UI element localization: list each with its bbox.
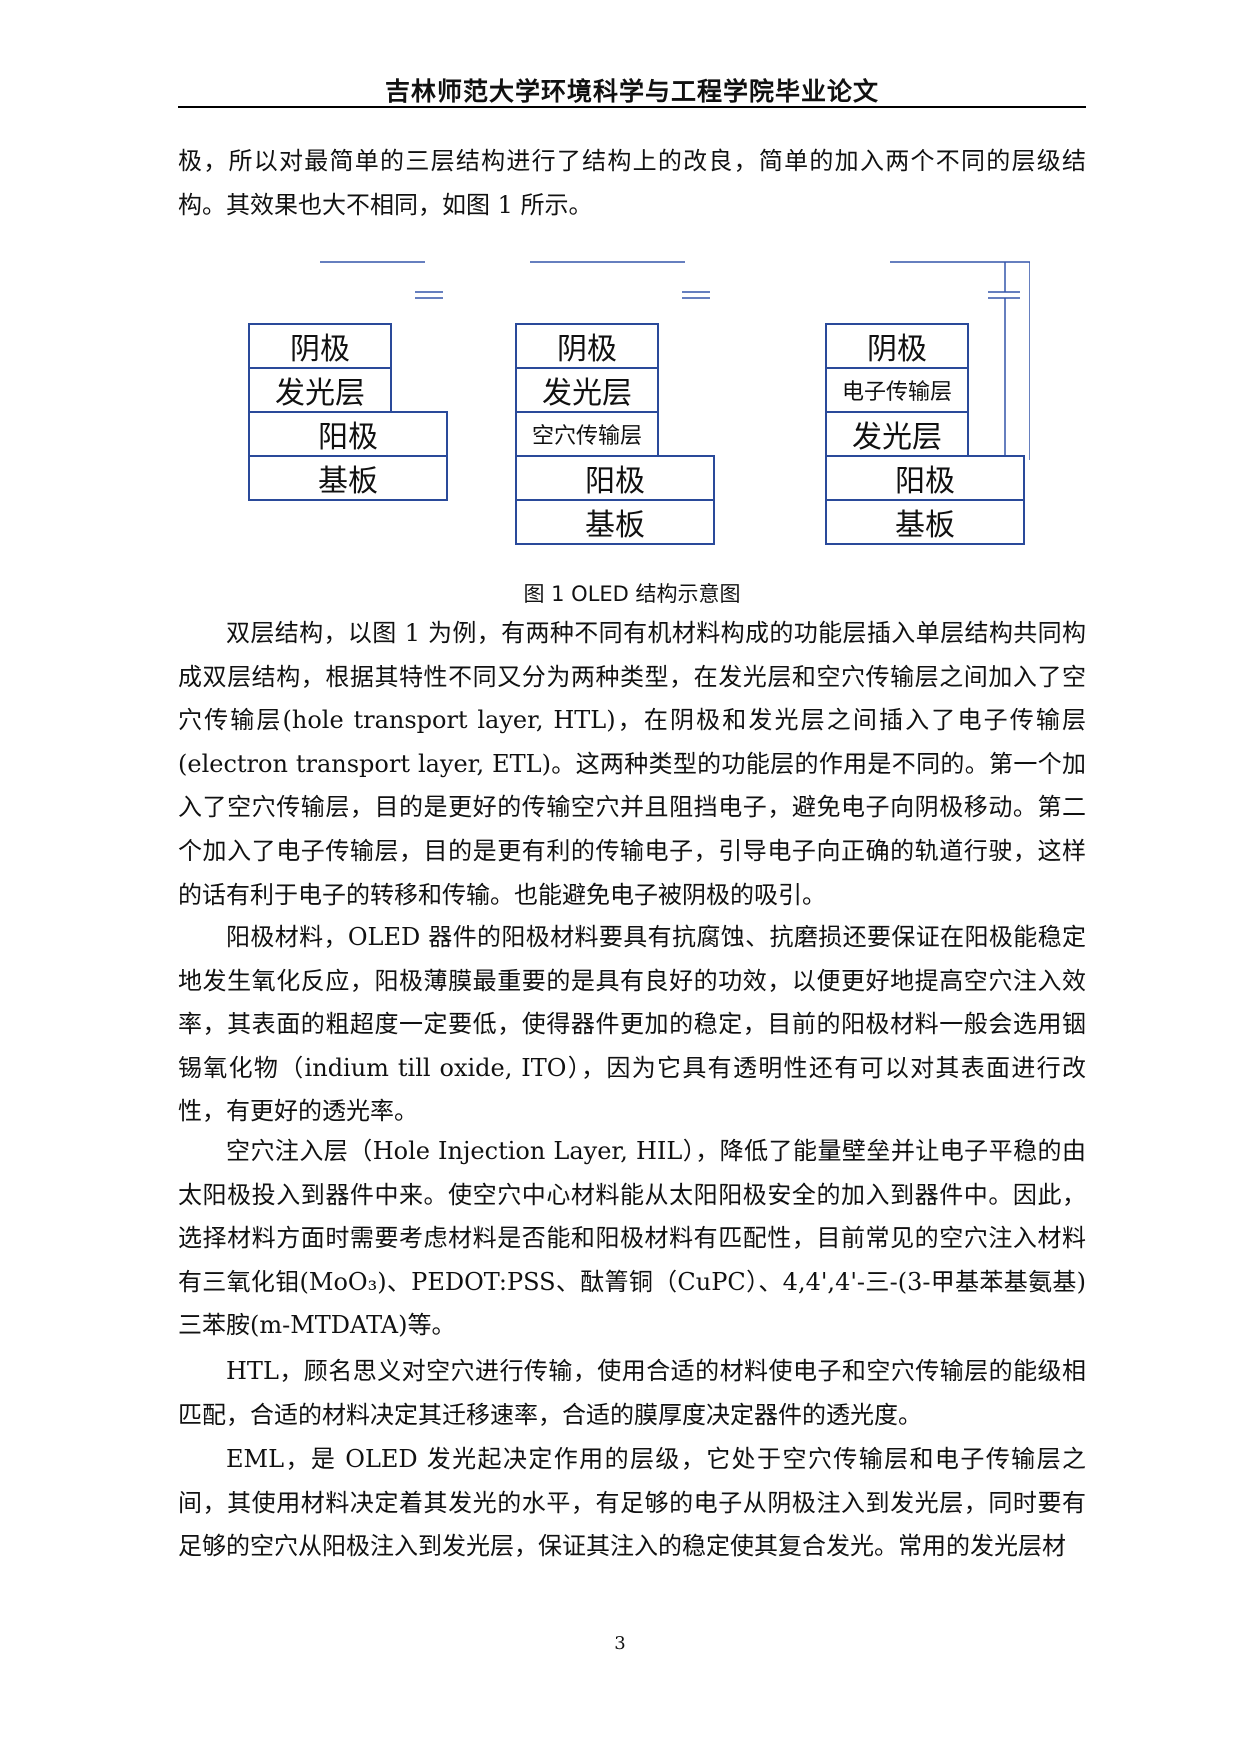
- stack3-anode: 阳极: [825, 455, 1025, 501]
- paragraph-htl: HTL，顾名思义对空穴进行传输，使用合适的材料使电子和空穴传输层的能级相匹配，合…: [178, 1357, 1086, 1429]
- paragraph-double-layer: 双层结构，以图 1 为例，有两种不同有机材料构成的功能层插入单层结构共同构成双层…: [178, 619, 1086, 909]
- stack1-emissive-layer: 发光层: [248, 367, 392, 413]
- stack3-electron-transport-layer: 电子传输层: [825, 367, 969, 413]
- paragraph-hil: 空穴注入层（Hole Injection Layer, HIL），降低了能量壁垒…: [178, 1137, 1086, 1340]
- stack1-substrate: 基板: [248, 455, 448, 501]
- stack3-emissive-layer: 发光层: [825, 411, 969, 457]
- stack2-emissive-layer: 发光层: [515, 367, 659, 413]
- stack2-substrate: 基板: [515, 499, 715, 545]
- paragraph-intro: 极，所以对最简单的三层结构进行了结构上的改良，简单的加入两个不同的层级结构。其效…: [178, 147, 1086, 219]
- header-rule: [178, 106, 1086, 108]
- paragraph-anode: 阳极材料，OLED 器件的阳极材料要具有抗腐蚀、抗磨损还要保证在阳极能稳定地发生…: [178, 923, 1086, 1126]
- stack3-cathode: 阴极: [825, 323, 969, 369]
- stack2-hole-transport-layer: 空穴传输层: [515, 411, 659, 457]
- stack1-anode: 阳极: [248, 411, 448, 457]
- stack2-anode: 阳极: [515, 455, 715, 501]
- page-number: 3: [614, 1633, 626, 1654]
- figure-wires: [320, 261, 1030, 460]
- figure-caption: 图 1 OLED 结构示意图: [523, 582, 741, 606]
- stack2-cathode: 阴极: [515, 323, 659, 369]
- stack3-substrate: 基板: [825, 499, 1025, 545]
- paragraph-eml: EML，是 OLED 发光起决定作用的层级，它处于空穴传输层和电子传输层之间，其…: [178, 1445, 1086, 1561]
- page-header-title: 吉林师范大学环境科学与工程学院毕业论文: [384, 77, 879, 106]
- oled-structure-figure: 阴极 发光层 阳极 基板 阴极 发光层 空穴传输层 阳极 基板 阴极 电子传输层…: [230, 250, 1030, 560]
- stack1-cathode: 阴极: [248, 323, 392, 369]
